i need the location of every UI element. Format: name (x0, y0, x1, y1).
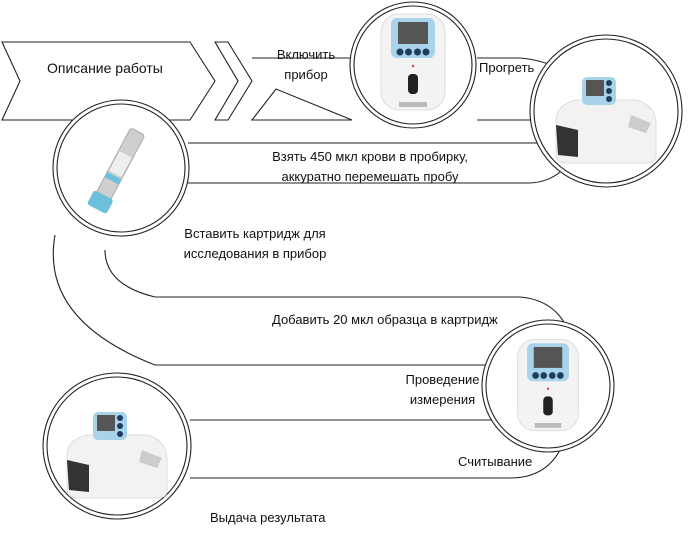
chevron-title (1, 41, 216, 121)
step-insert-cartridge: Вставить картридж для исследования в приб… (165, 224, 345, 264)
device-front-image-2 (517, 338, 579, 432)
step-add-sample: Добавить 20 мкл образца в картридж (272, 312, 498, 327)
step-result: Выдача результата (210, 510, 326, 525)
step-warm-up: Прогреть (479, 60, 535, 75)
tube-image (87, 128, 145, 214)
title-chevron-label: Описание работы (47, 60, 163, 76)
step-line: Включить (276, 47, 336, 62)
step-line: исследования в прибор (183, 246, 327, 261)
step-line: Проведение (405, 372, 480, 387)
step-turn-on: Включить прибор (266, 45, 346, 85)
step-line: измерения (409, 392, 476, 407)
chevron-small (214, 41, 253, 121)
step-read: Считывание (458, 454, 533, 469)
step-measure: Проведение измерения (395, 370, 490, 410)
step-take-blood: Взять 450 мкл крови в пробирку, аккуратно… (230, 147, 510, 187)
device-front-image-1 (380, 13, 446, 111)
chevron-step (250, 57, 353, 121)
step-line: аккуратно перемешать пробу (281, 169, 459, 184)
step-line: Взять 450 мкл крови в пробирку, (272, 149, 468, 164)
step-line: прибор (284, 67, 328, 82)
step-line: Вставить картридж для (184, 226, 326, 241)
